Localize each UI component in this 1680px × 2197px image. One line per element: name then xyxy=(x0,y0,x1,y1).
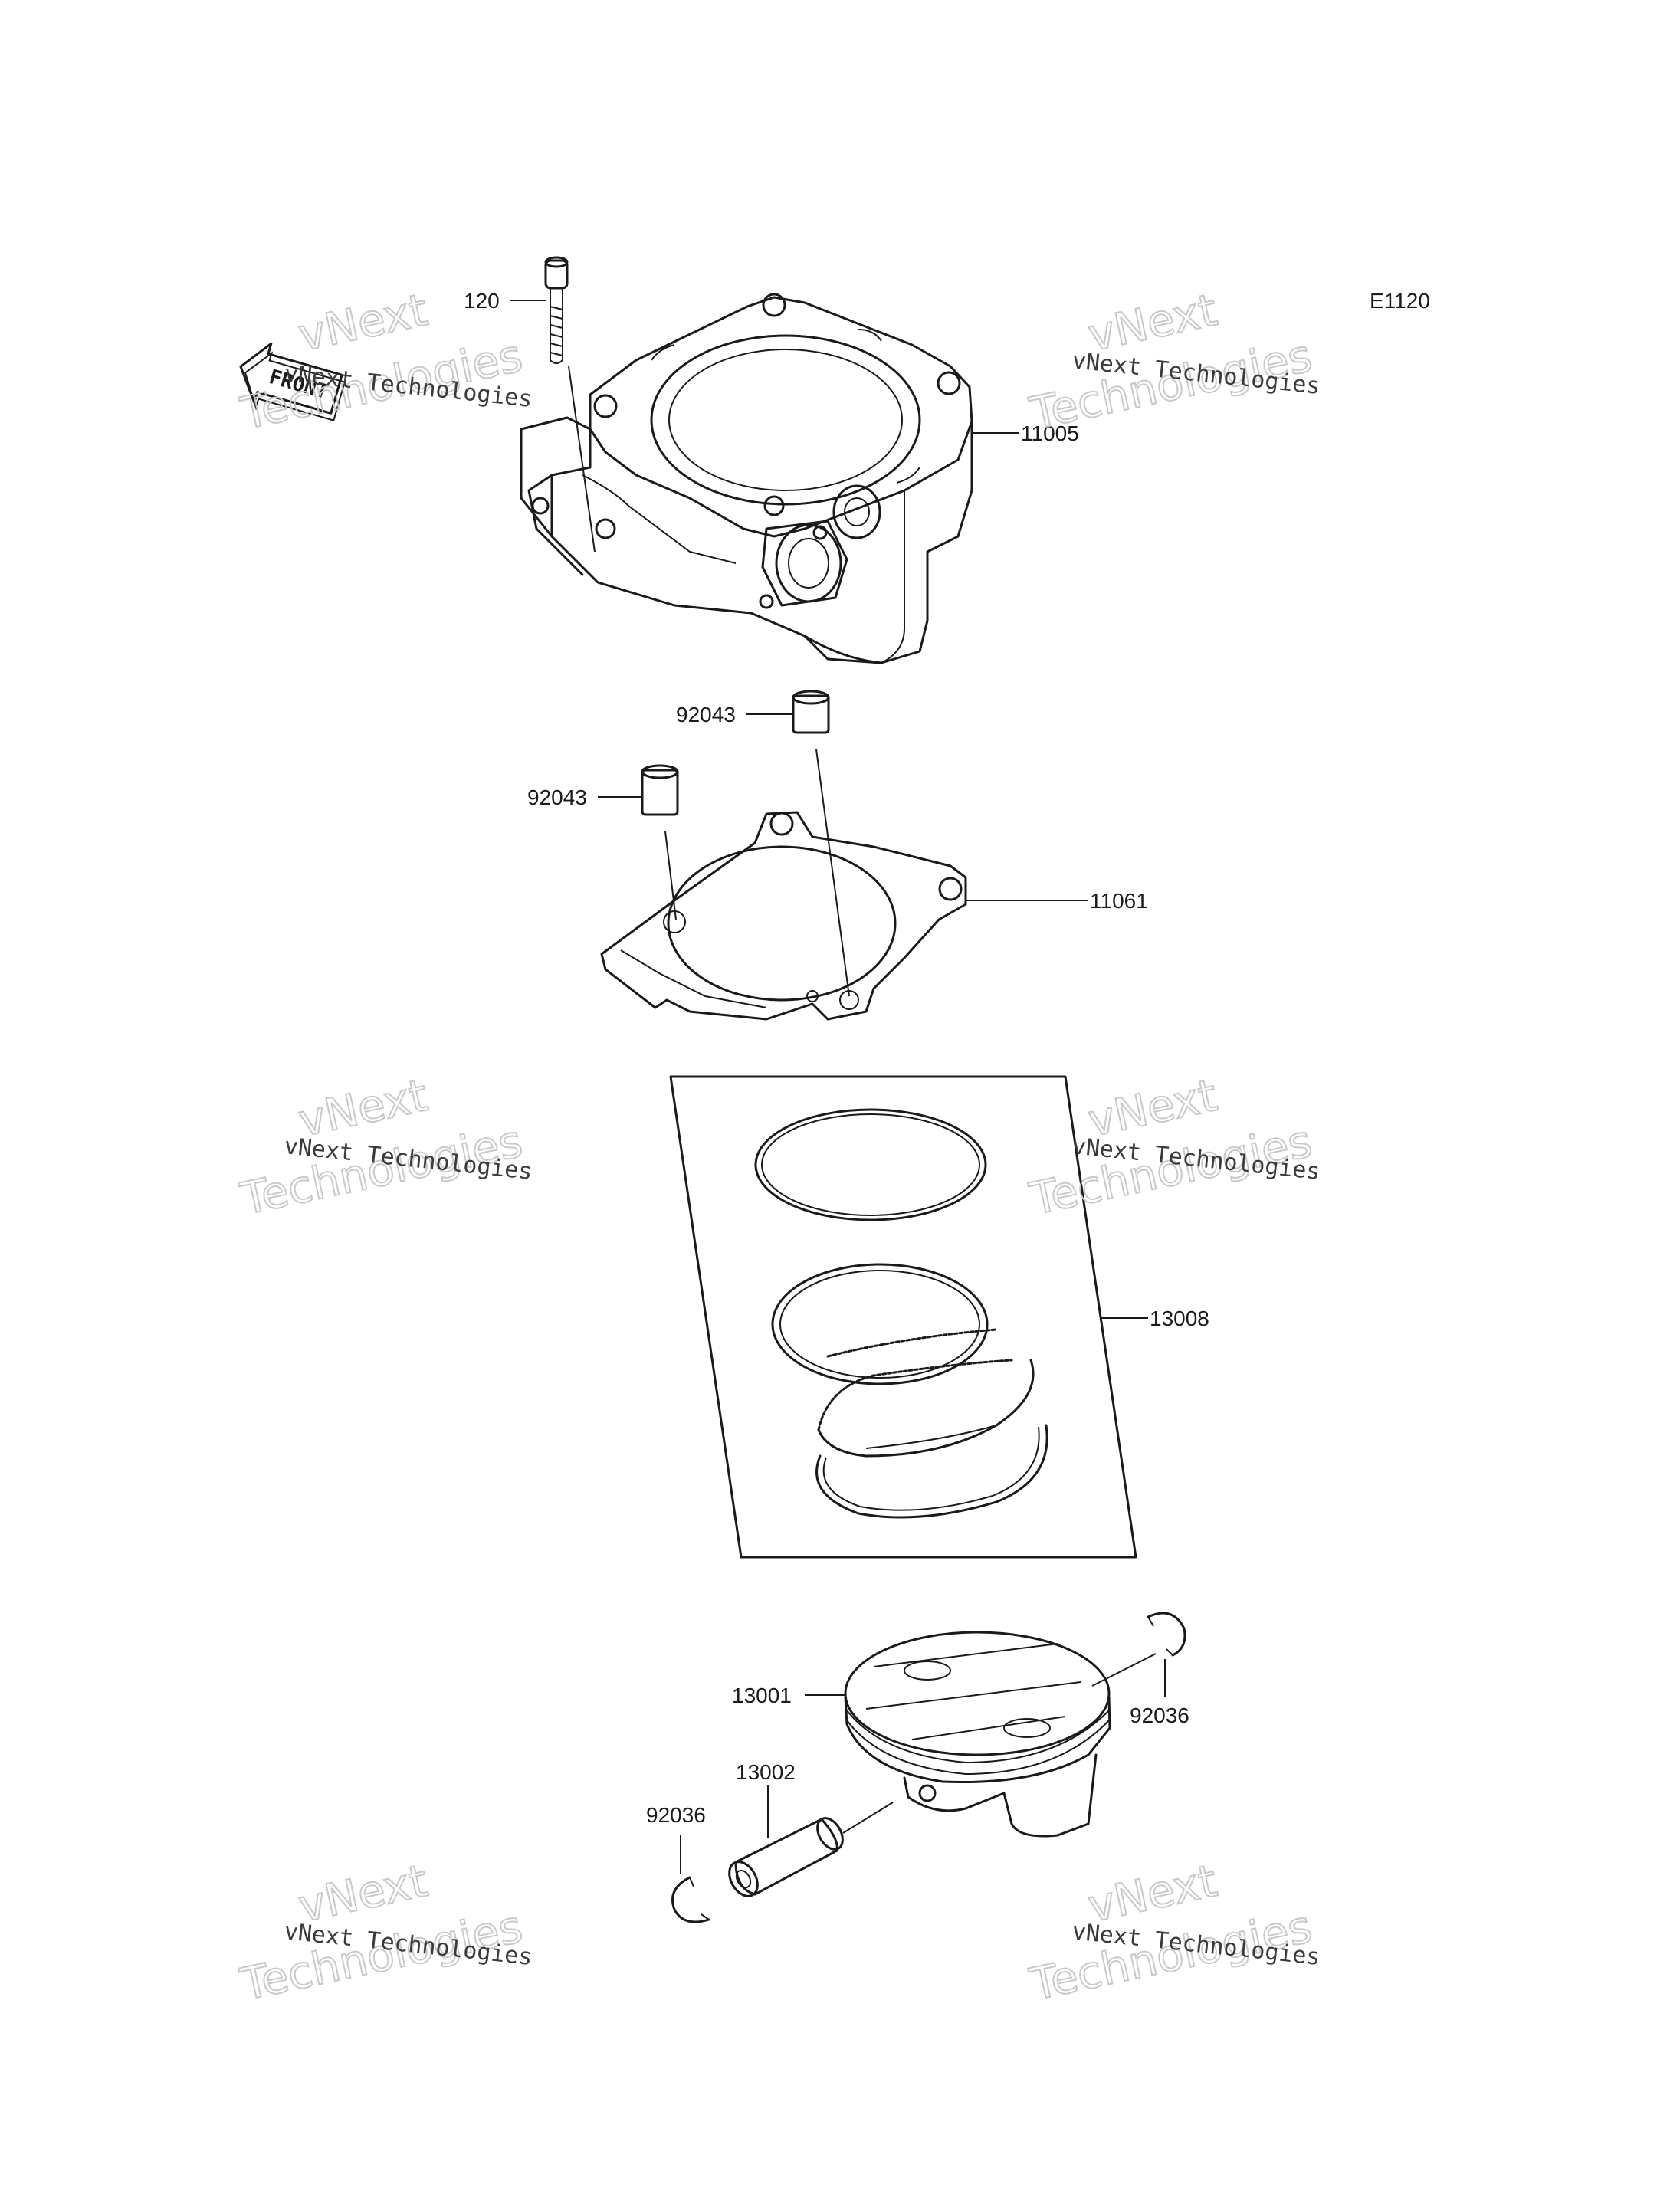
callout-cylinder: 11005 xyxy=(1021,421,1079,445)
circlip-right-part xyxy=(1147,1612,1186,1657)
cylinder-part xyxy=(520,293,973,664)
dowel-pin-upper xyxy=(792,690,830,734)
piston-part xyxy=(844,1631,1111,1838)
watermark-bottom-right: vNext Technologies vNext Technologies xyxy=(1025,1854,1321,2012)
watermark-top-right: vNext Technologies vNext Technologies xyxy=(1025,283,1321,441)
circlip-left-part xyxy=(671,1876,710,1923)
callout-gasket: 11061 xyxy=(1090,889,1148,913)
bolt-part xyxy=(544,256,569,364)
piston-pin-part xyxy=(728,1817,844,1897)
callout-bolt: 120 xyxy=(464,289,500,313)
callout-circlip-left: 92036 xyxy=(646,1803,706,1827)
piston-ring-set-part xyxy=(669,1075,1137,1559)
diagram-code: E1120 xyxy=(1370,289,1430,313)
watermark-mid-left: vNext Technologies vNext Technologies xyxy=(235,1068,533,1226)
callout-ring-set: 13008 xyxy=(1150,1307,1209,1330)
dowel-pin-lower xyxy=(641,764,679,816)
callout-circlip-right: 92036 xyxy=(1130,1703,1189,1727)
callout-piston-pin: 13002 xyxy=(736,1760,796,1784)
cylinder-gasket-part xyxy=(600,811,967,1021)
callout-dowel-lower: 92043 xyxy=(527,785,587,809)
callout-piston: 13001 xyxy=(732,1684,792,1707)
watermark-bottom-left: vNext Technologies vNext Technologies xyxy=(235,1854,533,2012)
watermark-mid-right: vNext Technologies vNext Technologies xyxy=(1025,1068,1321,1226)
callout-dowel-upper: 92043 xyxy=(676,703,736,726)
svg-text:vNext: vNext xyxy=(294,284,432,362)
